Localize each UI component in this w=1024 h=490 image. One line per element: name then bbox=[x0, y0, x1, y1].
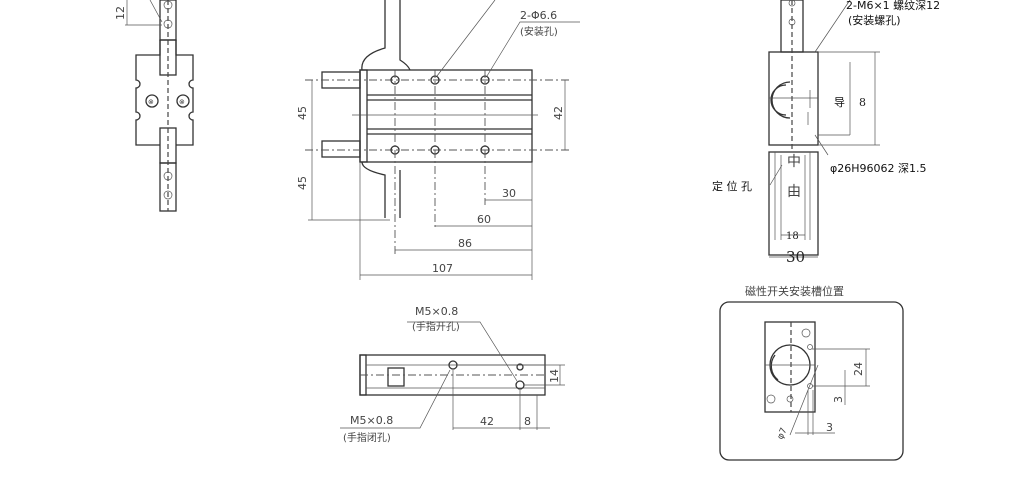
dim-60: 60 bbox=[477, 213, 491, 226]
dim-8-side: 8 bbox=[524, 415, 531, 428]
guide-dim: 8 bbox=[859, 96, 866, 109]
dim-30: 30 bbox=[502, 187, 516, 200]
dim-3-vertical: 3 bbox=[832, 396, 845, 403]
thread-note: (安装螺孔) bbox=[848, 13, 901, 27]
svg-text:⊗: ⊗ bbox=[179, 98, 185, 106]
hole-label: 2-Φ6.6 bbox=[520, 9, 557, 22]
dim-45-top: 45 bbox=[296, 106, 309, 120]
switch-title: 磁性开关安装槽位置 bbox=[745, 284, 844, 298]
locate-label: 定 位 孔 bbox=[712, 179, 752, 193]
dim-30-end: 30 bbox=[786, 248, 805, 266]
end-view: 2-M6×1 螺纹深12 (安装螺孔) 导 8 φ26H96062 深1.5 定… bbox=[712, 0, 940, 266]
dim-18: 18 bbox=[786, 231, 799, 242]
guide-label: 导 bbox=[834, 96, 845, 109]
thread-label: 2-M6×1 螺纹深12 bbox=[846, 0, 940, 12]
side-view: M5×0.8 (手指开孔) M5×0.8 (手指闭孔) 42 8 14 bbox=[340, 305, 565, 444]
dim-42: 42 bbox=[552, 106, 565, 120]
dim-45-bottom: 45 bbox=[296, 176, 309, 190]
dim-12: 12 bbox=[114, 6, 127, 20]
dim-86: 86 bbox=[458, 237, 472, 250]
dim-107: 107 bbox=[432, 262, 453, 275]
zhong-label: 中 bbox=[787, 154, 801, 170]
left-view: ⊗ ⊗ 12 bbox=[114, 0, 194, 212]
svg-text:⊗: ⊗ bbox=[148, 98, 154, 106]
hole-note: (安装孔) bbox=[520, 25, 558, 38]
bore-label: φ26H96062 深1.5 bbox=[830, 162, 927, 175]
close-note: (手指闭孔) bbox=[343, 431, 391, 444]
switch-slot-view: 磁性开关安装槽位置 24 3 3 φ7 bbox=[719, 284, 904, 461]
top-view: 2-Φ6.6 (安装孔) 45 45 42 30 60 86 107 bbox=[296, 0, 580, 280]
open-port: M5×0.8 bbox=[415, 305, 458, 318]
dim-14: 14 bbox=[548, 369, 561, 383]
dim-42-side: 42 bbox=[480, 415, 494, 428]
dim-24: 24 bbox=[852, 362, 865, 376]
you-label: 由 bbox=[787, 184, 801, 200]
dim-3-horizontal: 3 bbox=[826, 421, 833, 434]
open-note: (手指开孔) bbox=[412, 320, 460, 333]
close-port: M5×0.8 bbox=[350, 414, 393, 427]
dim-phi: φ7 bbox=[776, 426, 790, 441]
